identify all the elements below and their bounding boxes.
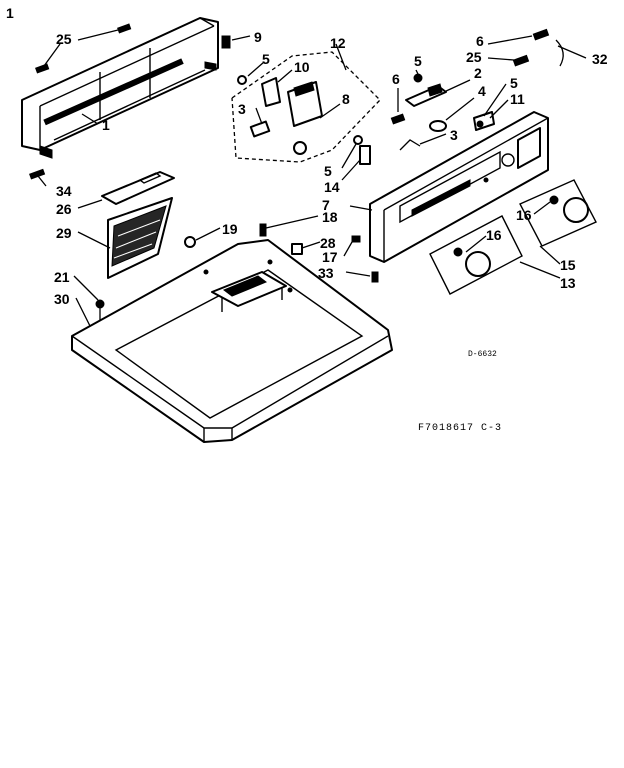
part-14-switch — [359, 145, 371, 165]
part-25-screw-right — [512, 54, 530, 67]
part-6-screw-left — [390, 113, 406, 125]
label-13: 13 — [560, 275, 576, 291]
screw-25-left — [35, 23, 132, 74]
label-32: 32 — [592, 51, 608, 67]
label-11: 11 — [510, 91, 525, 107]
part-2-bracket — [405, 83, 447, 107]
label-5-mid: 5 — [324, 163, 332, 179]
label-16-left: 16 — [486, 227, 502, 243]
part-21-screw — [95, 299, 105, 320]
label-17: 17 — [322, 249, 338, 265]
part-5-nut-top — [413, 73, 423, 83]
part-13-knob — [429, 215, 523, 295]
part-5-nut-mid — [353, 135, 363, 145]
label-30: 30 — [54, 291, 70, 307]
label-6-left: 6 — [392, 71, 400, 87]
part-33-screw — [371, 271, 379, 283]
label-28: 28 — [320, 235, 336, 251]
label-3: 3 — [450, 127, 458, 143]
label-9: 9 — [254, 29, 262, 45]
label-4: 4 — [478, 83, 486, 99]
label-19: 19 — [222, 221, 238, 237]
label-2: 2 — [474, 65, 482, 81]
leader-lines — [37, 29, 587, 327]
part-17-screw — [351, 235, 361, 243]
callout-labels: 1 25 9 12 10 5 3 8 1 34 26 29 21 30 19 1… — [6, 5, 608, 434]
label-5-group: 5 — [262, 51, 270, 67]
label-26: 26 — [56, 201, 72, 217]
part-4-lamp — [429, 120, 447, 132]
label-6-right: 6 — [476, 33, 484, 49]
label-18: 18 — [322, 209, 338, 225]
label-10: 10 — [294, 59, 310, 75]
label-3-group: 3 — [238, 101, 246, 117]
label-33: 33 — [318, 265, 334, 281]
group-12-switch-assembly — [231, 51, 381, 163]
label-14: 14 — [324, 179, 340, 195]
figure-code: F7018617 C-3 — [418, 423, 502, 434]
part-console-housing — [21, 17, 219, 159]
label-21: 21 — [54, 269, 70, 285]
label-16-right: 16 — [516, 207, 532, 223]
part-7-control-panel — [369, 111, 549, 263]
part-3-wire — [399, 139, 421, 151]
label-15: 15 — [560, 257, 576, 273]
label-34: 34 — [56, 183, 72, 199]
label-25-left: 25 — [56, 31, 72, 47]
part-18-screw — [259, 223, 267, 237]
label-8: 8 — [342, 91, 350, 107]
screw-34 — [29, 168, 46, 180]
label-29: 29 — [56, 225, 72, 241]
label-1-corner: 1 — [6, 5, 14, 21]
part-11-knob-switch — [473, 111, 495, 131]
label-12: 12 — [330, 35, 346, 51]
part-29-panel — [107, 197, 173, 279]
part-6-screw-right — [532, 28, 550, 41]
label-25-right: 25 — [466, 49, 482, 65]
part-15-knob — [519, 179, 597, 247]
label-5-top: 5 — [414, 53, 422, 69]
screw-9 — [221, 35, 231, 49]
part-28-clip — [291, 243, 303, 255]
label-7: 7 — [322, 197, 330, 213]
drawing-number: D-6632 — [468, 350, 497, 359]
part-19-bumper — [184, 236, 196, 248]
part-30-top-cover — [71, 239, 393, 443]
label-5-right: 5 — [510, 75, 518, 91]
part-26-plate — [101, 171, 175, 205]
label-1: 1 — [102, 117, 110, 133]
